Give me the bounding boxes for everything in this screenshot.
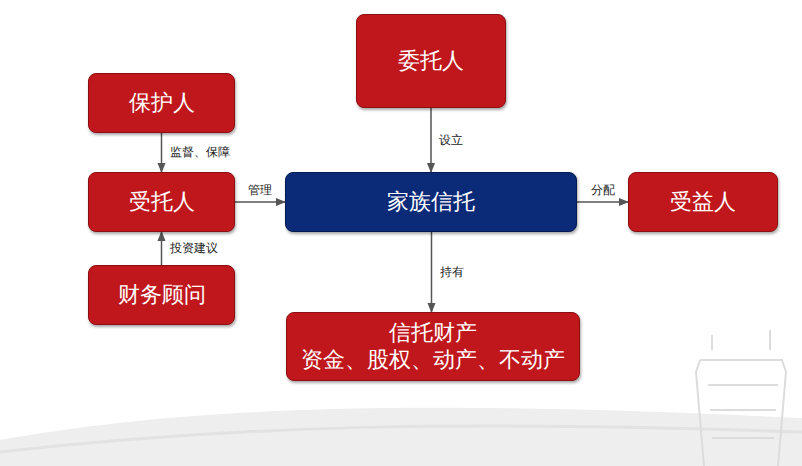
node-text: 财务顾问	[118, 282, 206, 308]
edge-label: 投资建议	[170, 241, 218, 255]
node-text: 家族信托	[387, 189, 475, 215]
edge-label: 分配	[591, 183, 615, 197]
role-box: 财务顾问	[88, 265, 235, 325]
node-text: 资金、股权、动产、不动产	[301, 347, 565, 373]
role-box: 信托财产资金、股权、动产、不动产	[286, 312, 580, 381]
connector-arrow	[161, 232, 163, 265]
center-trust-box: 家族信托	[285, 172, 577, 232]
node-text: 委托人	[398, 48, 464, 74]
vase-watermark	[696, 330, 786, 466]
role-box: 保护人	[88, 73, 235, 133]
connector-arrow	[161, 133, 163, 172]
role-box: 受益人	[628, 172, 778, 232]
connector-arrow	[430, 108, 432, 172]
node-text: 信托财产	[389, 320, 477, 346]
connector-arrow	[577, 201, 628, 203]
role-box: 受托人	[88, 172, 235, 232]
connector-arrow	[235, 201, 285, 203]
background-swoosh	[0, 408, 802, 466]
edge-label: 管理	[248, 183, 272, 197]
edge-label: 监督、保障	[170, 145, 230, 159]
node-text: 受托人	[129, 189, 195, 215]
background-swoosh-line	[0, 426, 802, 452]
edge-label: 设立	[439, 133, 463, 147]
role-box: 委托人	[356, 14, 506, 108]
node-text: 保护人	[129, 90, 195, 116]
edge-label: 持有	[440, 265, 464, 279]
connector-arrow	[431, 232, 433, 312]
node-text: 受益人	[670, 189, 736, 215]
